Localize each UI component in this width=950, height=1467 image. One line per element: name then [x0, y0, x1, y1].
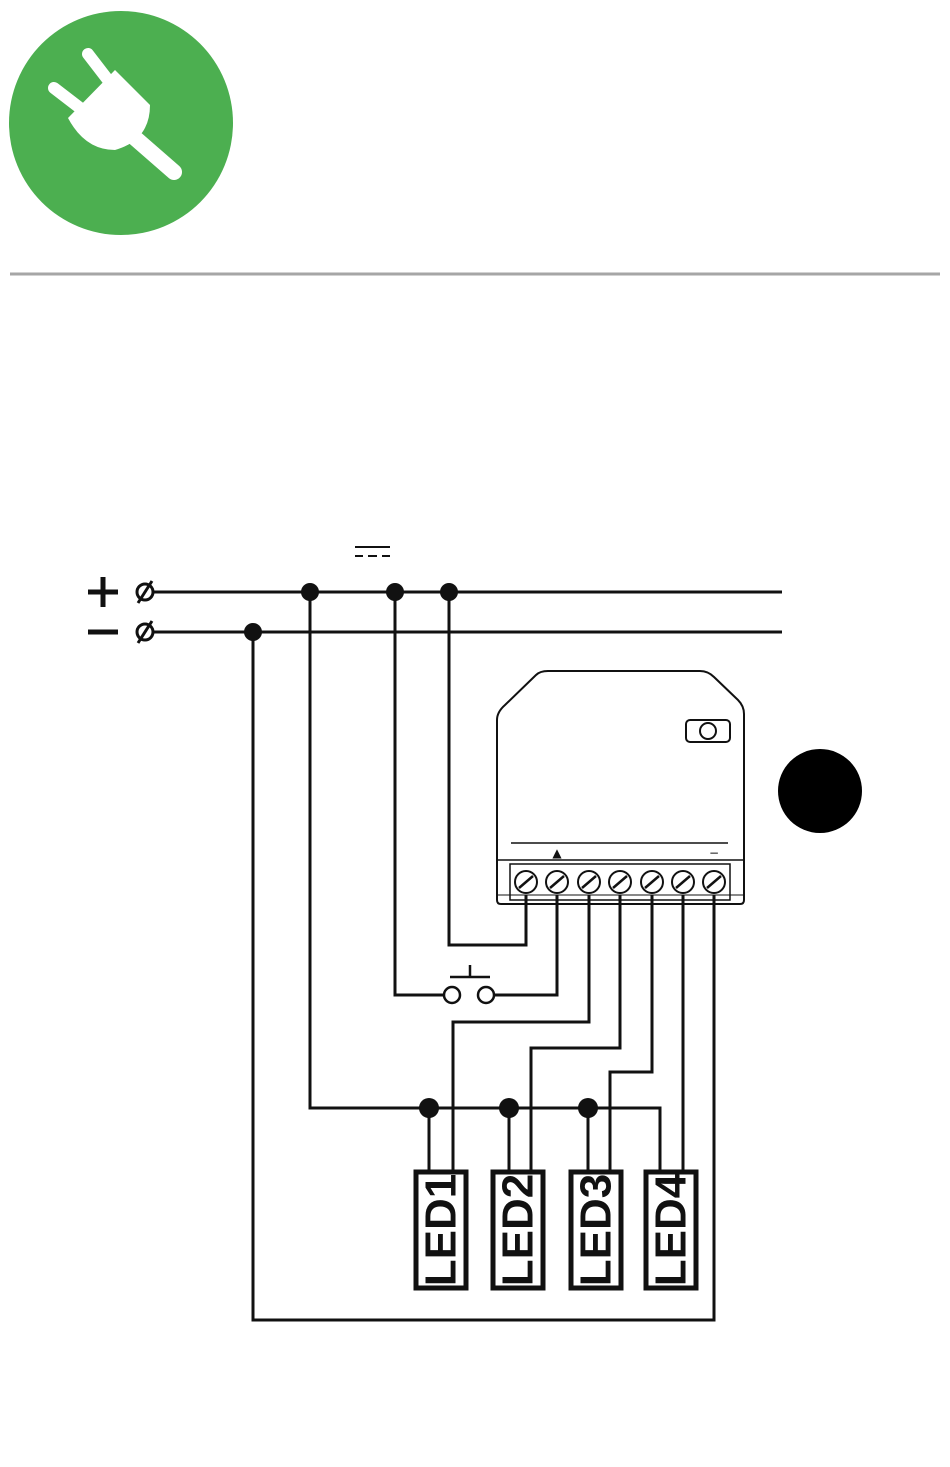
led-3: LED3 — [571, 1172, 621, 1288]
power-plug-icon — [9, 11, 233, 235]
led-4: LED4 — [646, 1172, 696, 1288]
dc-symbol-icon — [355, 547, 390, 556]
module-minus-mark: − — [709, 846, 719, 860]
led-1-label: LED1 — [417, 1174, 466, 1286]
supply-terminals — [137, 581, 153, 643]
led-3-label: LED3 — [572, 1174, 621, 1286]
controller-module: ▲ − — [497, 671, 744, 904]
indicator-dot — [778, 749, 862, 833]
push-button-switch — [444, 965, 494, 1003]
led-2: LED2 — [493, 1172, 543, 1288]
led-2-label: LED2 — [494, 1174, 543, 1286]
module-arrow-mark: ▲ — [552, 846, 562, 860]
plus-terminal-symbol — [88, 577, 118, 607]
led-4-label: LED4 — [647, 1173, 696, 1286]
led-1: LED1 — [416, 1172, 466, 1288]
